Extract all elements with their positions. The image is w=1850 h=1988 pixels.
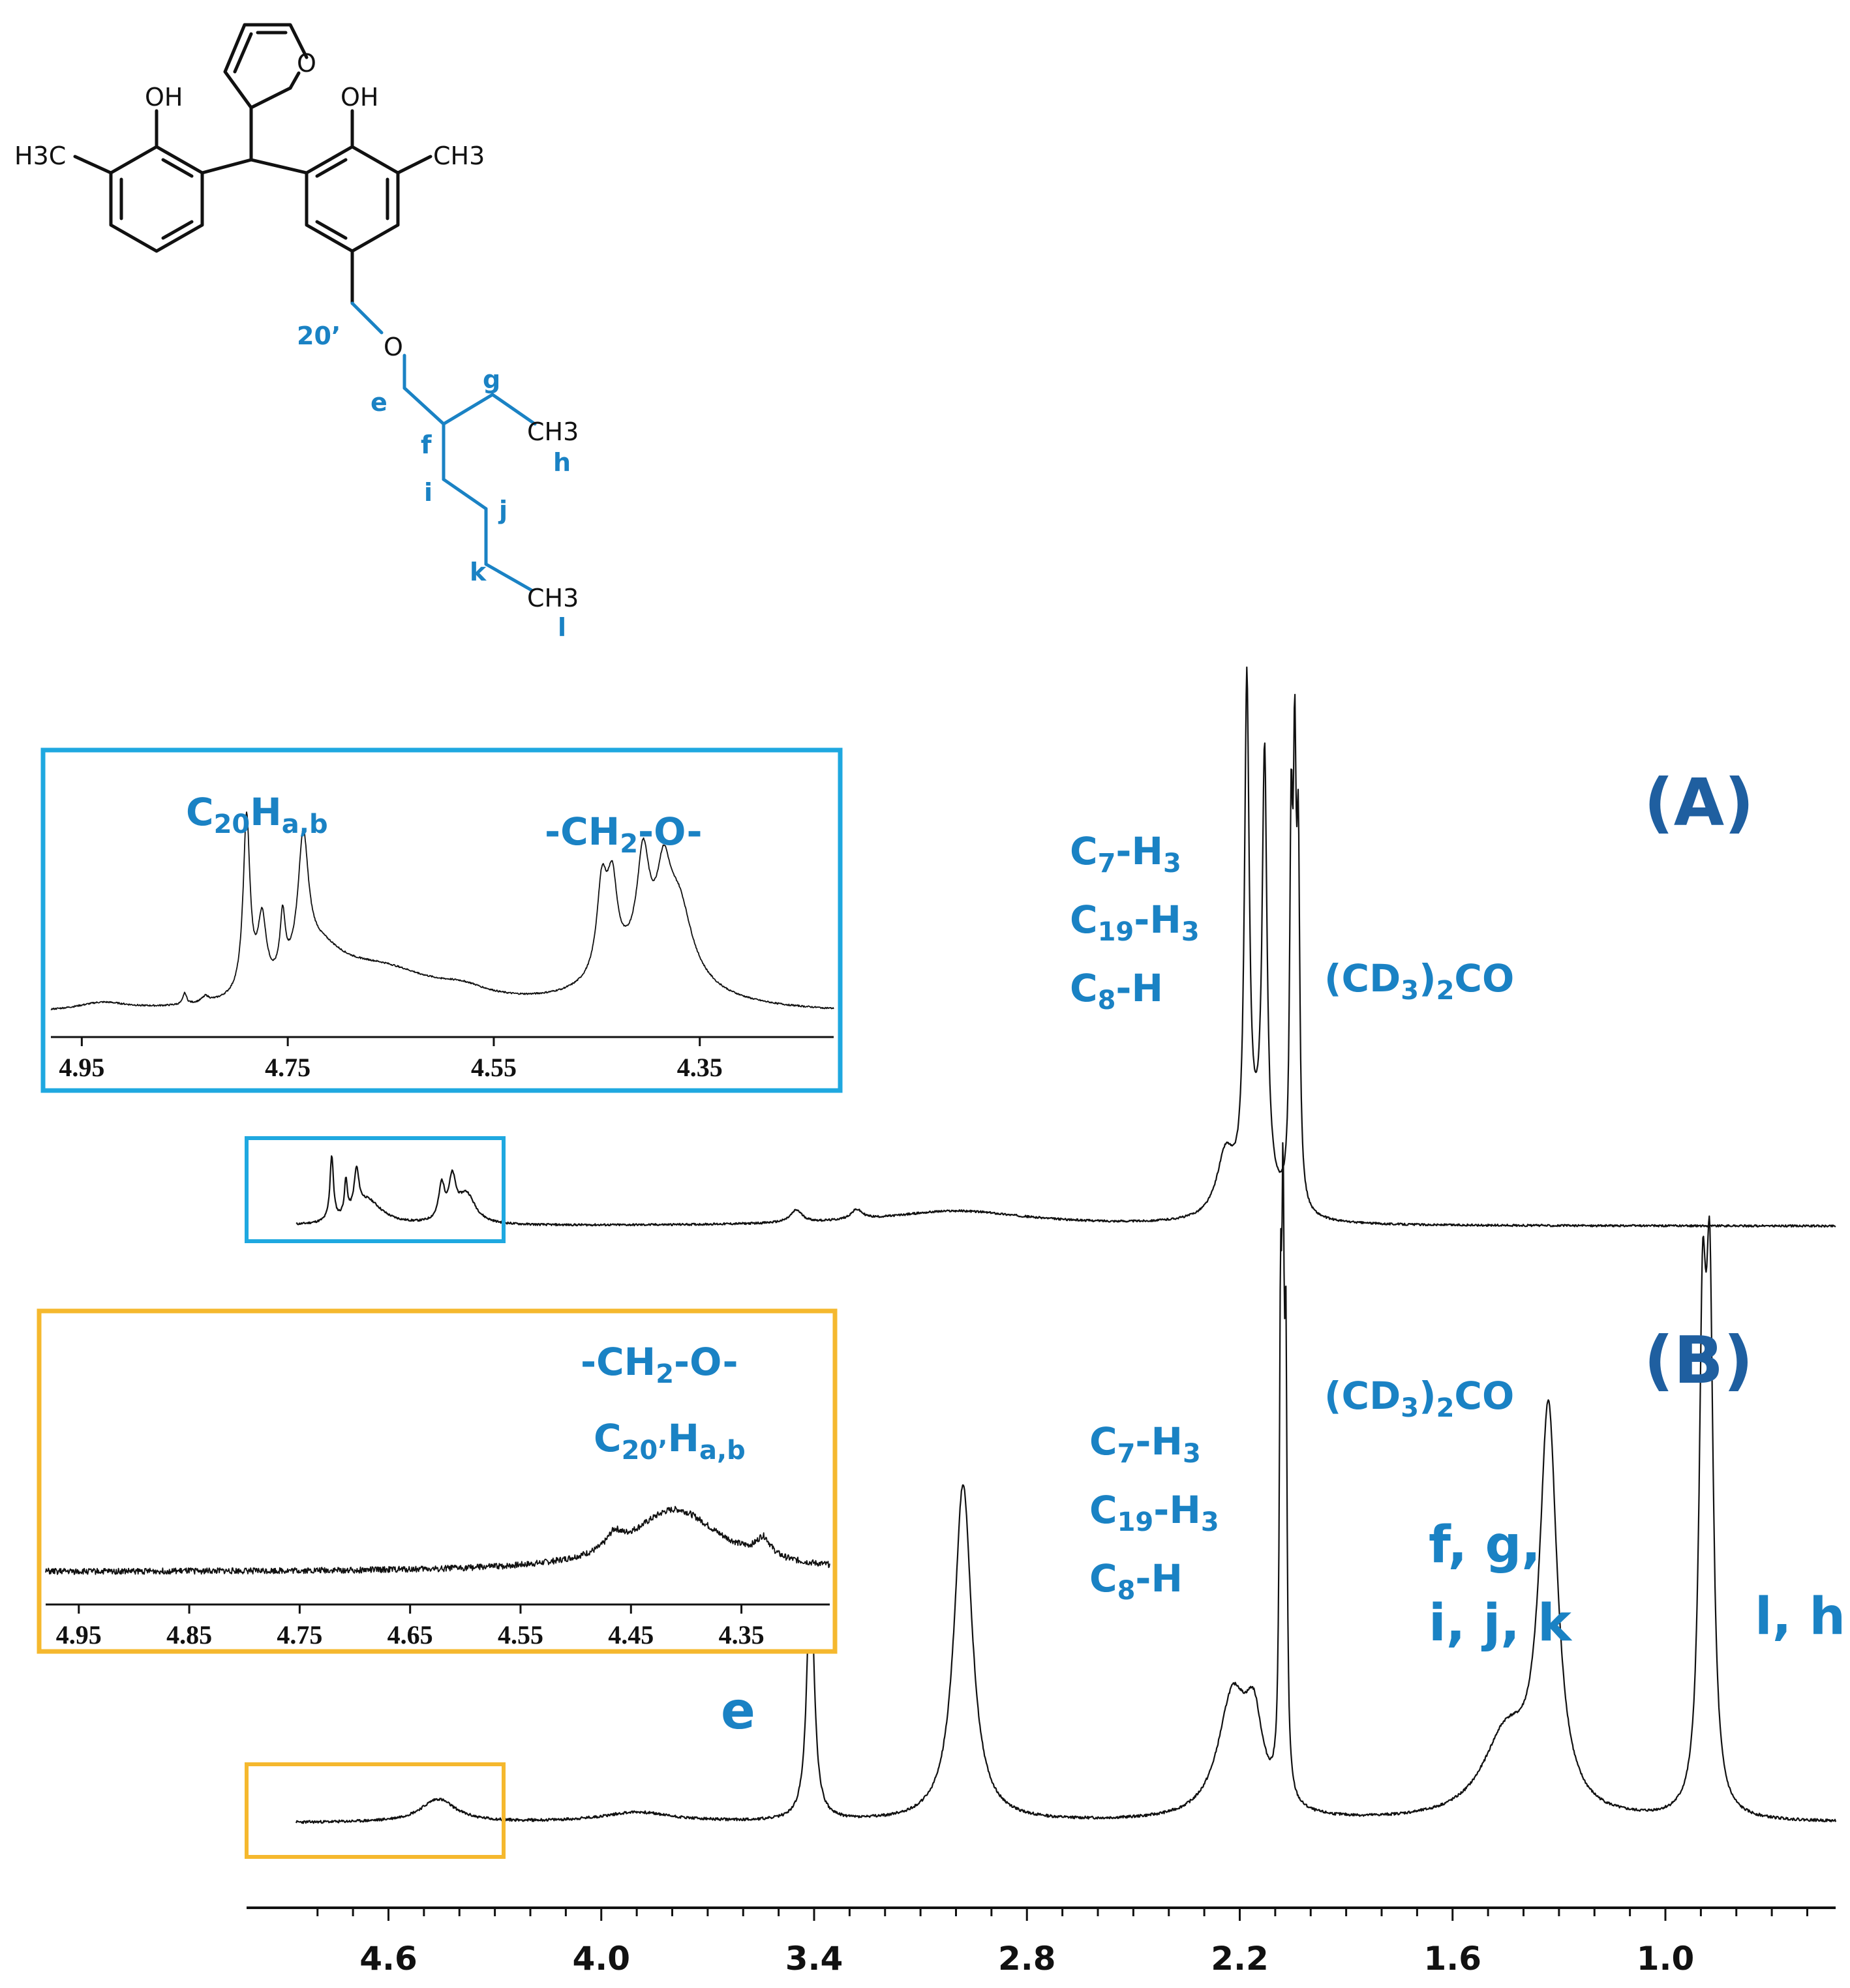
main-axis-tick-label: 1.6	[1423, 1940, 1481, 1978]
panel-label-a: (A)	[1644, 764, 1754, 841]
ether-side-chain	[350, 301, 537, 592]
label-b-c8h: C8-H	[1089, 1556, 1183, 1606]
inset-b-ticks: 4.95 4.85 4.75 4.65 4.55 4.45 4.35	[56, 1604, 765, 1649]
inset-tick-label: 4.55	[471, 1053, 517, 1082]
pos-e-label: e	[371, 388, 387, 417]
inset-a-frame	[40, 747, 843, 1093]
oh-left-label: OH	[145, 83, 183, 112]
inset-tick-label: 4.85	[166, 1620, 212, 1649]
inset-tick-label: 4.95	[56, 1620, 102, 1649]
main-axis-tick-label: 1.0	[1637, 1940, 1695, 1978]
main-axis-ticks: 4.6 4.0 3.4 2.8 2.2 1.6 1.0	[316, 1908, 1808, 1978]
inset-tick-label: 4.95	[59, 1053, 104, 1082]
label-b-lh: l, h	[1755, 1588, 1845, 1646]
spectrum-b-group: (B) (CD3)2CO C7-H3 C19-H3 C8-H e f, g, i…	[37, 1142, 1845, 1859]
main-axis-tick-label: 2.2	[1211, 1940, 1269, 1978]
main-axis-tick-label: 3.4	[785, 1940, 843, 1978]
label-b-fg: f, g,	[1429, 1516, 1541, 1574]
inset-tick-label: 4.35	[719, 1620, 765, 1649]
pos-g-label: g	[483, 365, 500, 394]
inset-tick-label: 4.75	[265, 1053, 311, 1082]
label-b-c19h3: C19-H3	[1089, 1488, 1219, 1537]
label-a-solvent: (CD3)2CO	[1324, 956, 1514, 1006]
chemical-structure: OH OH H3C CH3 O O CH3 CH3 20’ e f g h i …	[14, 23, 579, 642]
inset-b-frame	[37, 1308, 838, 1654]
inset-a-label-c20: C20Ha,b	[186, 790, 328, 839]
inset-tick-label: 4.55	[498, 1620, 543, 1649]
inset-b-label-c20: C20’Ha,b	[594, 1416, 746, 1466]
pos-k-label: k	[470, 558, 487, 586]
label-a-c8h: C8-H	[1070, 966, 1163, 1016]
label-a-c7h3: C7-H3	[1070, 829, 1181, 879]
inset-b-label-ch2o: -CH2-O-	[581, 1340, 738, 1389]
ch3-ring-label: CH3	[433, 142, 485, 170]
main-x-axis: 4.6 4.0 3.4 2.8 2.2 1.6 1.0	[247, 1906, 1836, 1978]
pos-h-label: h	[553, 448, 571, 477]
main-axis-tick-label: 2.8	[998, 1940, 1056, 1978]
main-axis-tick-label: 4.6	[359, 1940, 417, 1978]
right-phenol-ring	[305, 145, 400, 253]
label-b-solvent: (CD3)2CO	[1324, 1374, 1514, 1423]
left-phenol-ring	[109, 145, 204, 253]
inset-b: 4.95 4.85 4.75 4.65 4.55 4.45 4.35 -CH2-O- C20…	[37, 1308, 838, 1654]
spectrum-b-trace	[296, 1142, 1837, 1824]
label-b-c7h3: C7-H3	[1089, 1419, 1201, 1469]
pos-j-label: j	[498, 496, 508, 524]
furan-ring	[223, 23, 309, 110]
pos-i-label: i	[424, 478, 432, 507]
main-axis-tick-label: 4.0	[572, 1940, 630, 1978]
inset-tick-label: 4.65	[387, 1620, 433, 1649]
pos-20-label: 20’	[297, 322, 341, 350]
ch3-h-label: CH3	[527, 417, 579, 446]
zoom-region-b	[245, 1762, 506, 1859]
panel-label-b: (B)	[1644, 1322, 1753, 1398]
h3c-label: H3C	[14, 142, 66, 170]
label-b-e: e	[721, 1682, 755, 1741]
label-b-ijk: i, j, k	[1429, 1594, 1573, 1653]
inset-b-trace	[45, 1505, 830, 1575]
ch3-l-label: CH3	[527, 584, 579, 612]
inset-a-trace	[50, 811, 834, 1010]
inset-tick-label: 4.75	[277, 1620, 322, 1649]
oh-right-label: OH	[341, 83, 378, 112]
o-ether-label: O	[384, 333, 403, 361]
inset-a-ticks: 4.95 4.75 4.55 4.35	[59, 1037, 723, 1082]
spectrum-a-trace	[296, 666, 1836, 1228]
pos-f-label: f	[421, 430, 432, 459]
inset-tick-label: 4.35	[677, 1053, 723, 1082]
pos-l-label: l	[558, 613, 566, 642]
label-a-c19h3: C19-H3	[1070, 897, 1200, 947]
inset-tick-label: 4.45	[608, 1620, 654, 1649]
o-furan-label: O	[297, 49, 316, 78]
zoom-region-a	[245, 1136, 506, 1243]
